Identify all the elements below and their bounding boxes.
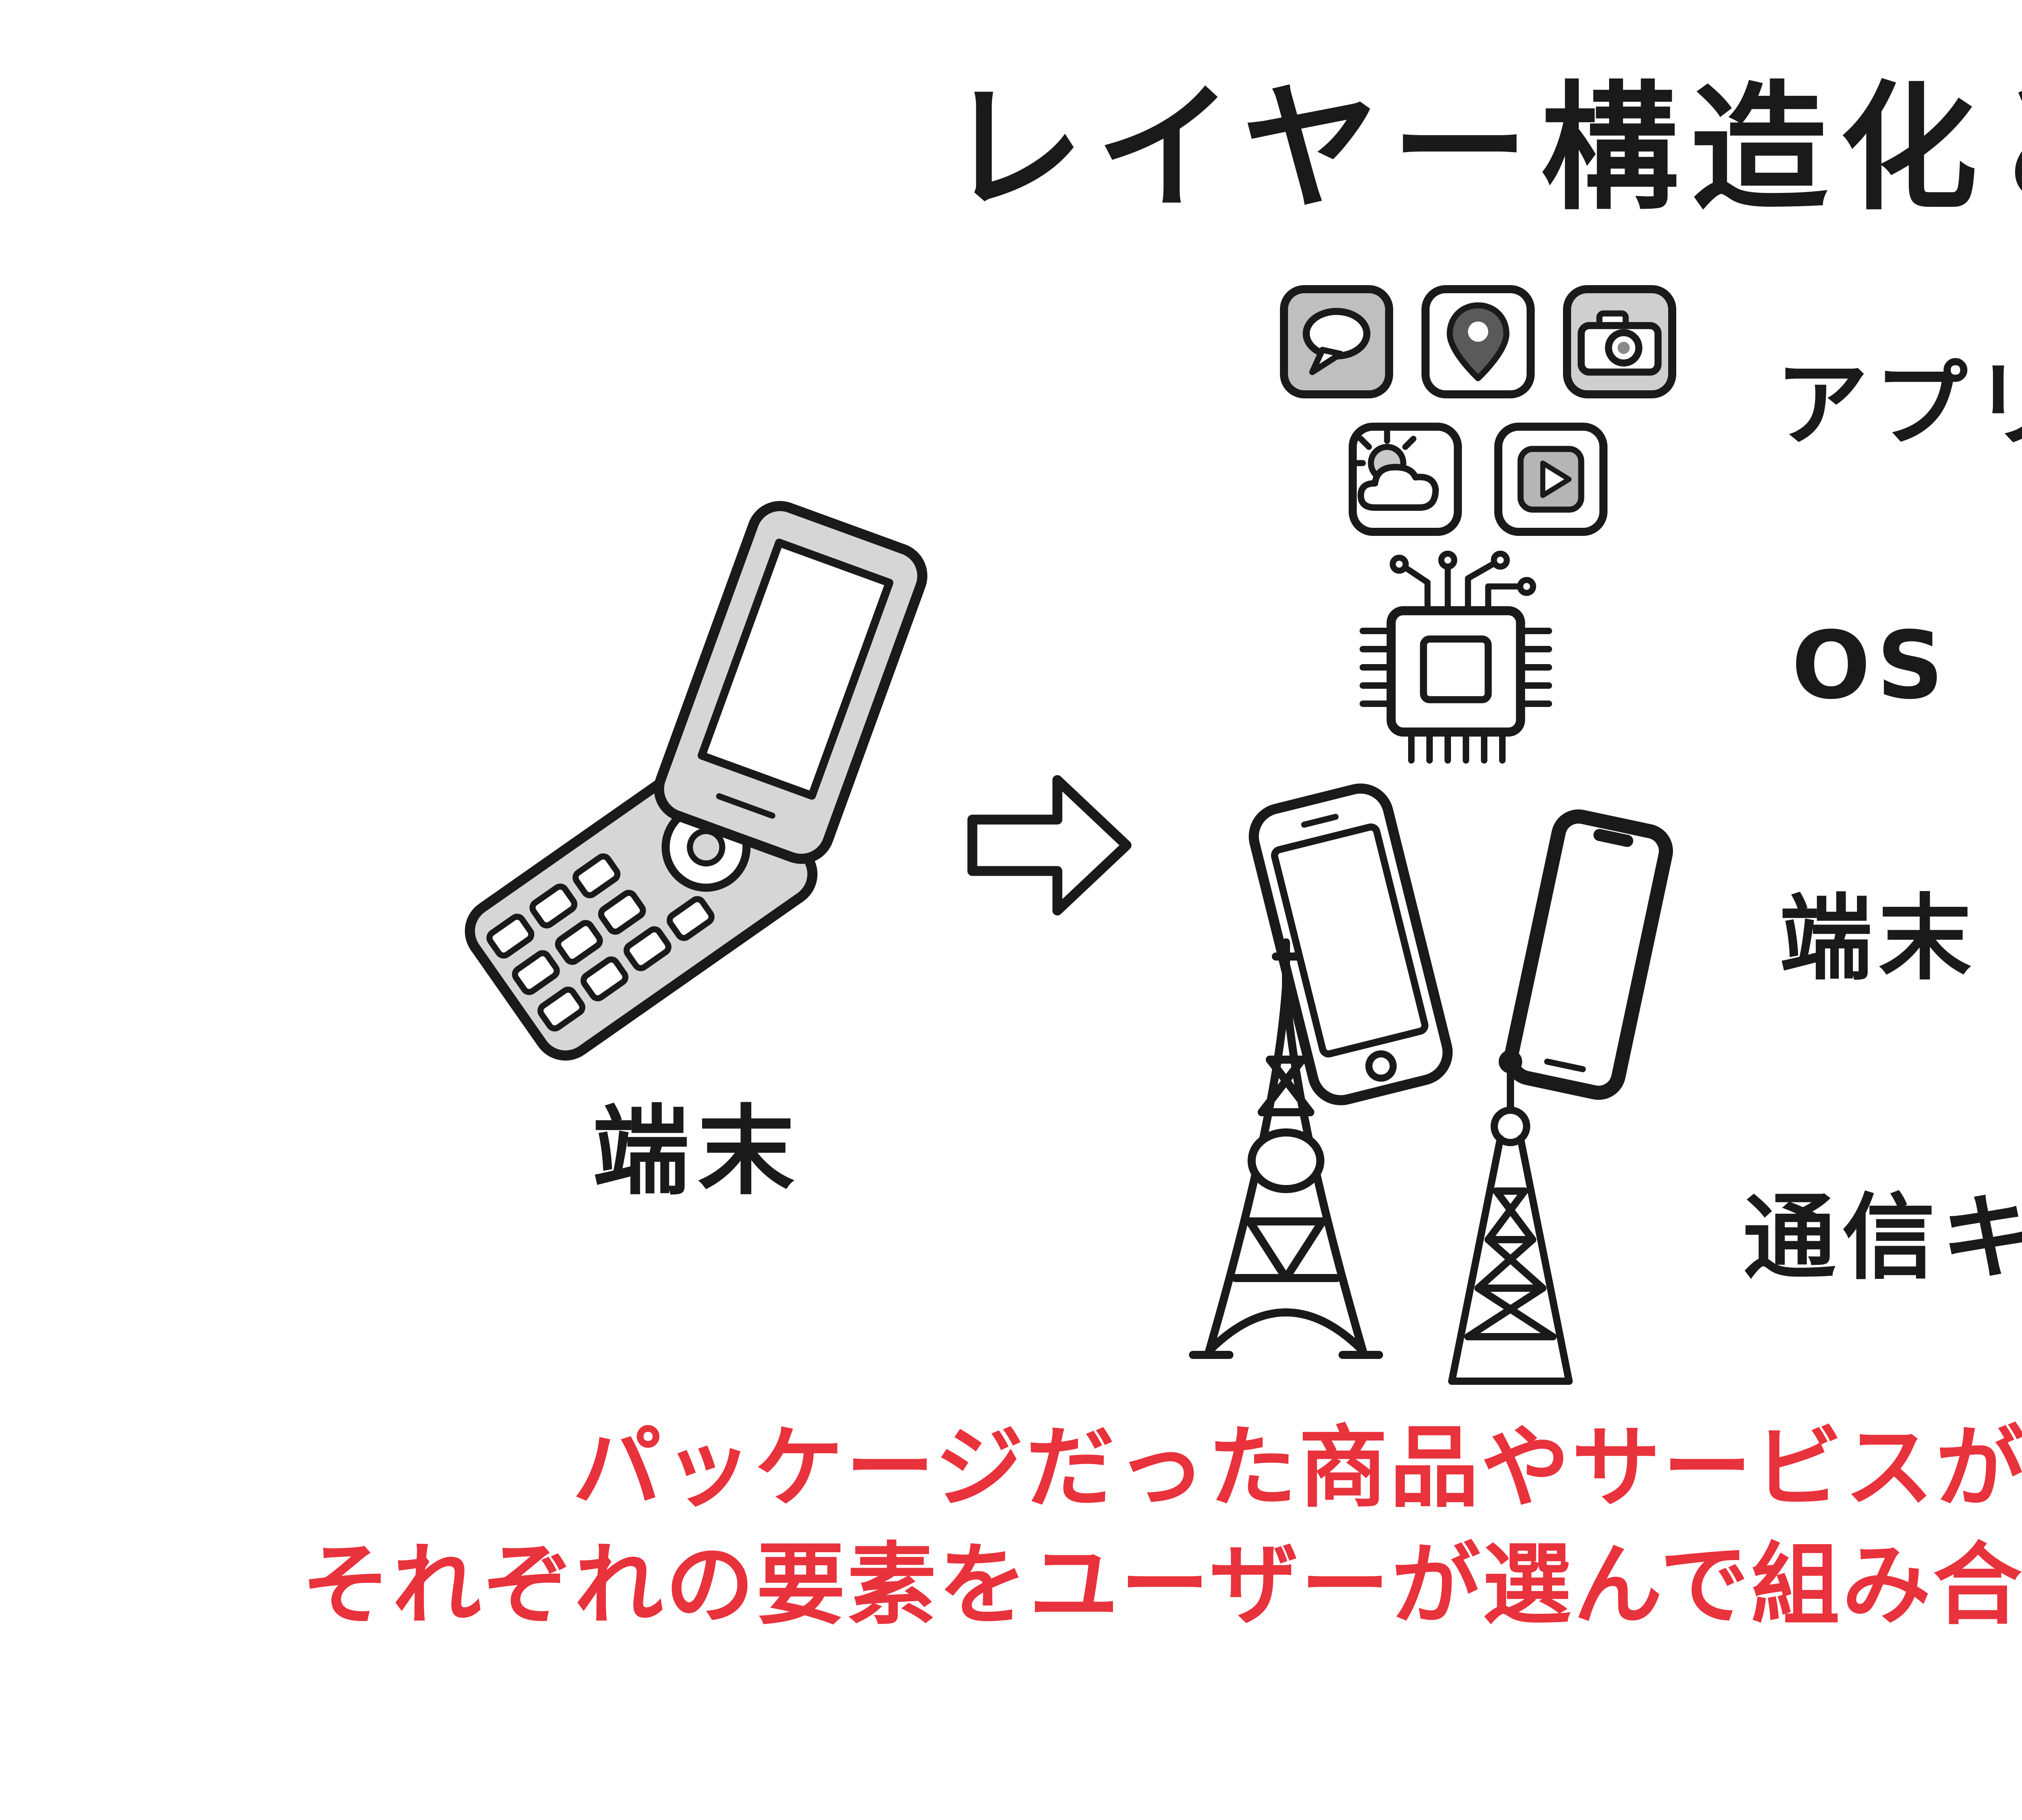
page-title: レイヤー構造化とは [946, 71, 2022, 231]
video-player-icon [1492, 421, 1610, 538]
layer-label-devices: 端末 [1779, 884, 1978, 993]
layer-label-apps: アプリ [1775, 350, 2022, 459]
layer-label-os: OS [1791, 611, 1950, 720]
smartphone-outline-icon [1476, 809, 1698, 1112]
weather-icon [1347, 421, 1464, 538]
footer-line-1: パッケージだった商品やサービスがバラバラになり [572, 1418, 2022, 1521]
camera-icon [1561, 283, 1678, 400]
map-pin-icon [1419, 283, 1537, 400]
device-label-before: 端末 [592, 1096, 803, 1209]
cpu-chip-icon [1335, 542, 1577, 785]
flip-phone-svg [465, 501, 928, 1061]
tokyo-tower-icon [1169, 934, 1411, 1395]
radio-tower-icon [1399, 1041, 1622, 1401]
layer-label-carrier: 通信キャリア [1743, 1183, 2022, 1292]
footer-line-2: それぞれの要素をユーザーが選んで組み合わせるようになること [301, 1535, 2022, 1638]
right-arrow-icon [962, 756, 1140, 934]
chat-icon [1278, 283, 1395, 400]
flip-phone-icon [435, 489, 971, 1086]
